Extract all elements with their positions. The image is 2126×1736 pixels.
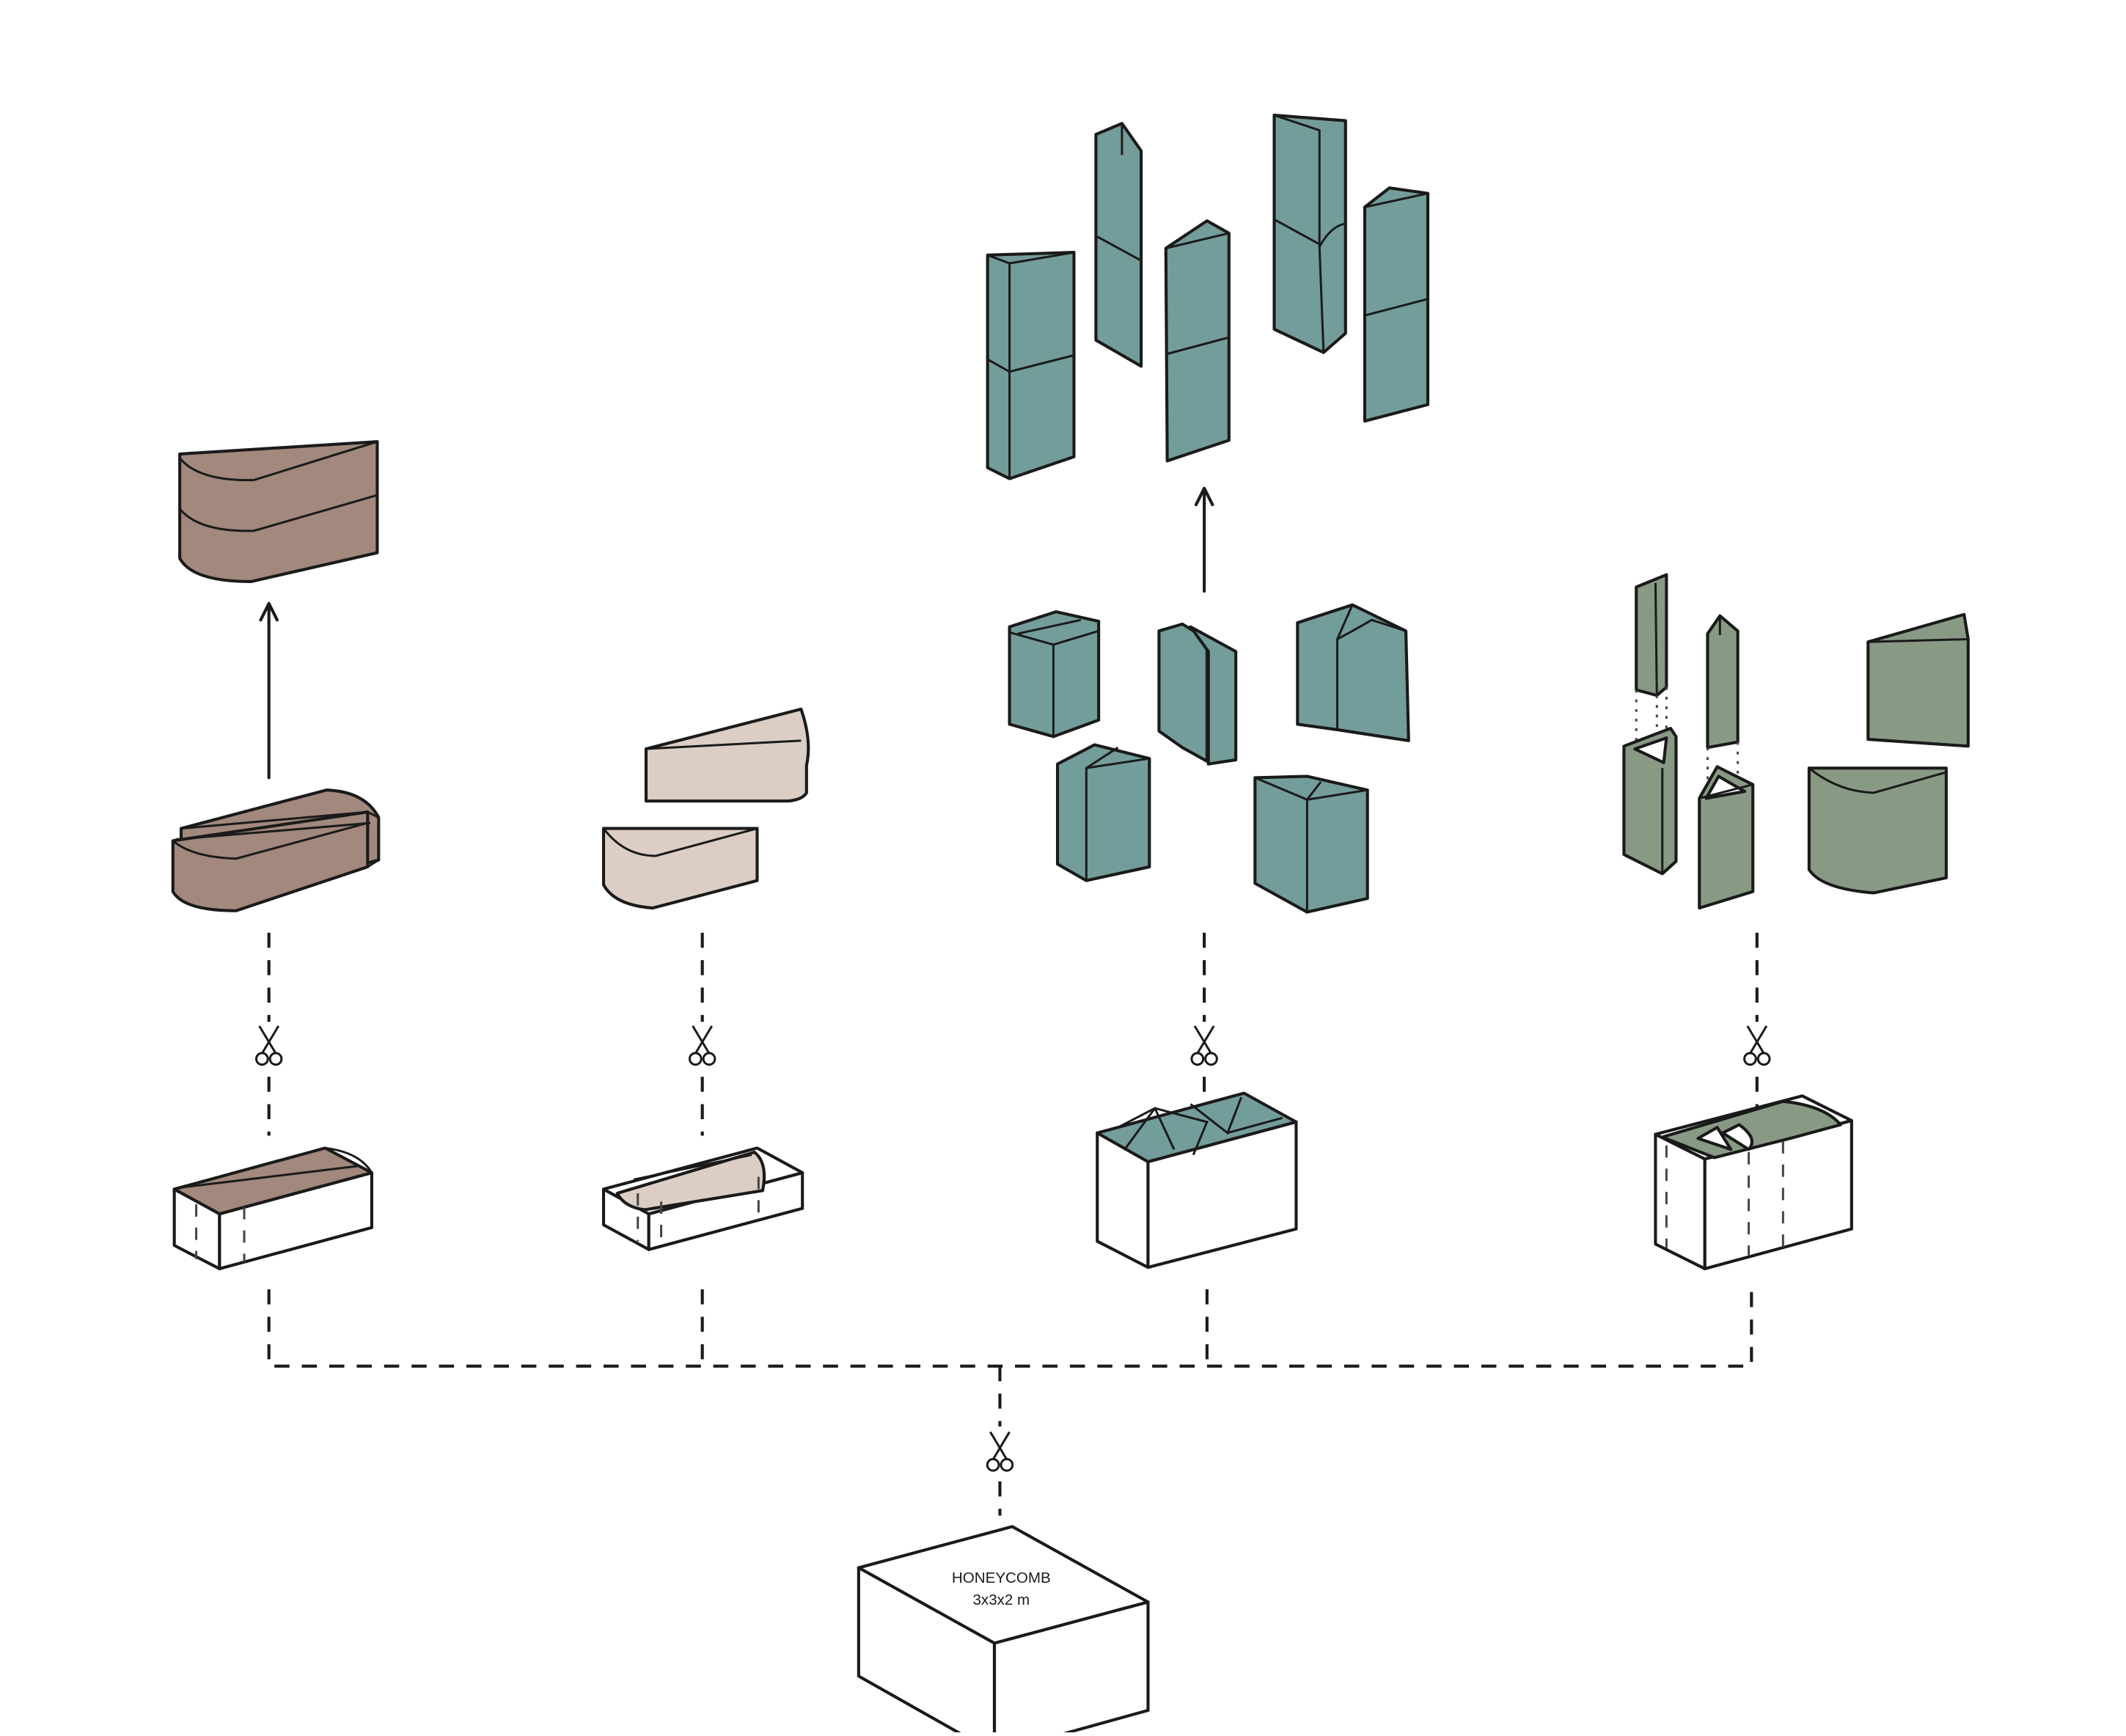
assembled-slabs-brown	[178, 440, 379, 584]
scissors-icon	[986, 1430, 1014, 1472]
scissors-icon	[688, 1025, 716, 1066]
cut-prisms-teal	[1008, 603, 1410, 914]
triangular-block-sage	[1654, 1094, 1853, 1270]
scissors-icon	[1743, 1025, 1771, 1066]
connector-lines	[267, 932, 1759, 1516]
slab-block-beige	[601, 1146, 804, 1251]
prism-block-teal	[1096, 1091, 1298, 1270]
scissors-icon	[254, 1025, 283, 1066]
assembled-prisms-teal	[986, 114, 1430, 480]
arrow-up-icon	[1194, 486, 1214, 593]
source-block-name: HONEYCOMB	[952, 1570, 1051, 1586]
source-block-dimensions: 3x3x2 m	[972, 1592, 1030, 1608]
cut-pieces-sage	[1622, 573, 1970, 910]
arrow-up-icon	[259, 601, 279, 780]
slab-block-brown	[172, 1146, 374, 1270]
cut-slabs-brown	[171, 788, 381, 912]
source-block: HONEYCOMB 3x3x2 m	[857, 1525, 1150, 1736]
cut-slabs-beige	[601, 707, 810, 910]
scissors-icon	[1190, 1025, 1218, 1066]
